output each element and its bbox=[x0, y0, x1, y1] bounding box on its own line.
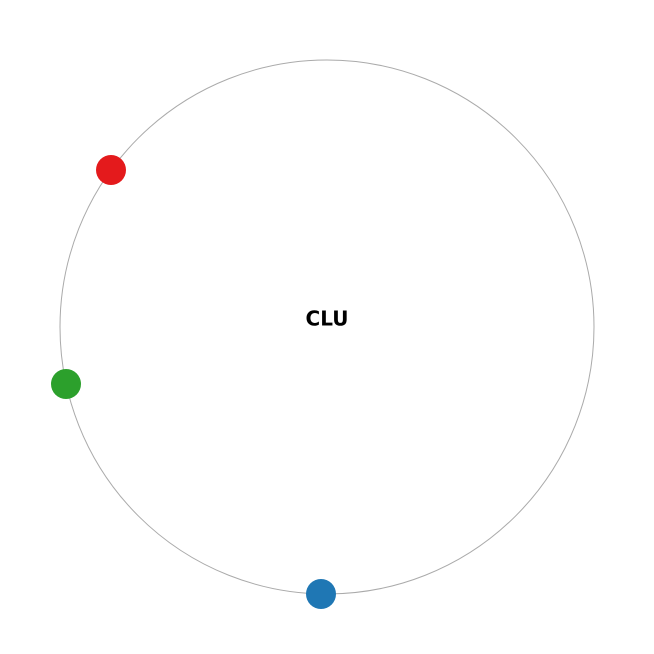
node-blue[interactable] bbox=[306, 579, 336, 609]
node-green[interactable] bbox=[51, 369, 81, 399]
node-red[interactable] bbox=[96, 155, 126, 185]
center-label: CLU bbox=[306, 307, 349, 331]
